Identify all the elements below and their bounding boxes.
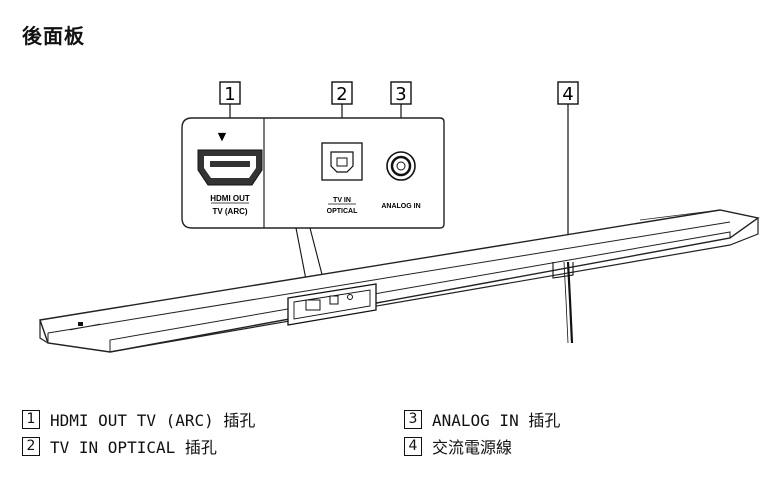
legend-number: 1 bbox=[22, 409, 40, 429]
optical-label-line1: TV IN bbox=[333, 197, 351, 204]
legend-text: 交流電源線 bbox=[432, 438, 513, 457]
legend-text: ANALOG IN 插孔 bbox=[432, 411, 561, 430]
svg-text:3: 3 bbox=[395, 84, 406, 105]
legend-item-3: 3 ANALOG IN 插孔 bbox=[404, 407, 560, 431]
legend-number: 2 bbox=[22, 436, 40, 456]
svg-text:1: 1 bbox=[224, 84, 235, 105]
legend-item-1: 1 HDMI OUT TV (ARC) 插孔 bbox=[22, 407, 255, 431]
analog-jack-icon bbox=[386, 151, 416, 181]
legend-number: 3 bbox=[404, 409, 422, 429]
legend-item-2: 2 TV IN OPTICAL 插孔 bbox=[22, 434, 217, 458]
optical-port-icon bbox=[321, 142, 363, 181]
hdmi-label-line2: TV (ARC) bbox=[212, 207, 247, 216]
analog-label: ANALOG IN bbox=[381, 203, 420, 210]
legend-text: HDMI OUT TV (ARC) 插孔 bbox=[50, 411, 256, 430]
svg-text:2: 2 bbox=[336, 84, 347, 105]
callout-1: 1 bbox=[219, 81, 241, 118]
hdmi-port-icon bbox=[197, 149, 263, 186]
ac-power-cord bbox=[566, 261, 574, 344]
legend-item-4: 4 交流電源線 bbox=[404, 434, 512, 458]
arrow-mark: ▼ bbox=[218, 130, 227, 143]
legend-text: TV IN OPTICAL 插孔 bbox=[50, 438, 217, 457]
hdmi-label-line1: HDMI OUT bbox=[210, 194, 250, 203]
svg-text:4: 4 bbox=[562, 84, 573, 105]
optical-label-line2: OPTICAL bbox=[327, 208, 358, 215]
page-title: 後面板 bbox=[22, 24, 85, 48]
legend-number: 4 bbox=[404, 436, 422, 456]
zoomed-connector-panel: ▼ HDMI OUT TV (ARC) TV IN OPTICAL ANALOG… bbox=[181, 117, 445, 229]
soundbar-body bbox=[39, 209, 760, 353]
